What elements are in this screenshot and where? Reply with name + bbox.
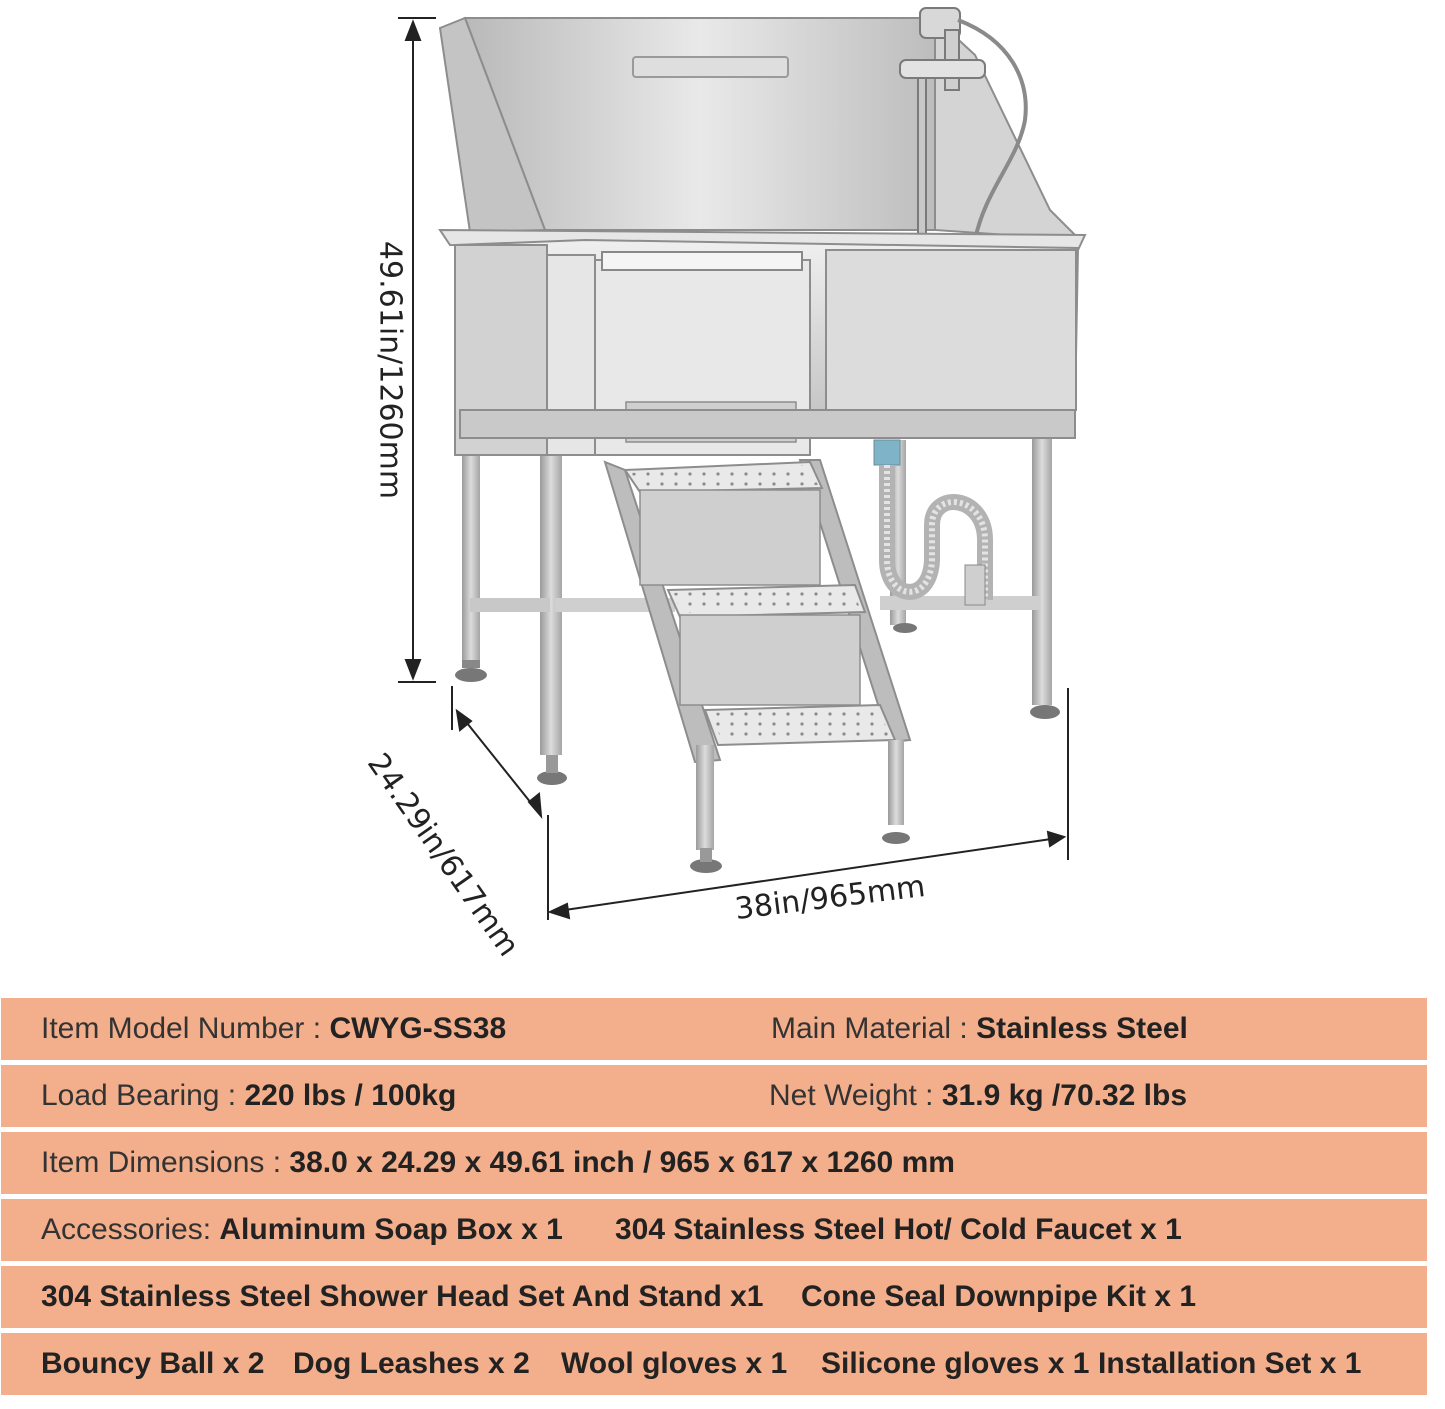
spec-table: Item Model Number : CWYG-SS38 Main Mater… bbox=[1, 998, 1427, 1400]
accessory-silicone-gloves: Silicone gloves x 1 bbox=[821, 1347, 1090, 1380]
spec-row-accessories-3: Bouncy Ball x 2 Dog Leashes x 2 Wool glo… bbox=[1, 1333, 1427, 1395]
accessory-shower-set: 304 Stainless Steel Shower Head Set And … bbox=[41, 1280, 764, 1313]
dimensions-value: 38.0 x 24.29 x 49.61 inch / 965 x 617 x … bbox=[289, 1146, 955, 1179]
width-dimension-line bbox=[547, 688, 1069, 920]
dimensions-cell: Item Dimensions : 38.0 x 24.29 x 49.61 i… bbox=[41, 1148, 955, 1178]
accessory-faucet: 304 Stainless Steel Hot/ Cold Faucet x 1 bbox=[615, 1213, 1182, 1246]
accessory-wool-gloves: Wool gloves x 1 bbox=[561, 1347, 788, 1380]
accessory-bouncy-ball: Bouncy Ball x 2 bbox=[41, 1347, 265, 1380]
weight-cell: Net Weight : 31.9 kg /70.32 lbs bbox=[769, 1081, 1187, 1111]
height-dimension-line bbox=[398, 17, 436, 683]
accessories-cell: Accessories: Aluminum Soap Box x 1 bbox=[41, 1215, 563, 1245]
spec-row-load: Load Bearing : 220 lbs / 100kg Net Weigh… bbox=[1, 1065, 1427, 1127]
weight-label: Net Weight : bbox=[769, 1079, 942, 1112]
accessory-installation-set: Installation Set x 1 bbox=[1098, 1347, 1362, 1380]
faucet-and-shower bbox=[899, 7, 1028, 244]
model-value: CWYG-SS38 bbox=[329, 1012, 507, 1045]
pet-ramp-stairs bbox=[603, 459, 912, 873]
spec-row-accessories-2: 304 Stainless Steel Shower Head Set And … bbox=[1, 1266, 1427, 1328]
accessories-label: Accessories: bbox=[41, 1213, 220, 1246]
model-label: Item Model Number : bbox=[41, 1012, 330, 1045]
spec-row-accessories: Accessories: Aluminum Soap Box x 1 304 S… bbox=[1, 1199, 1427, 1261]
depth-dimension-line bbox=[451, 686, 549, 920]
material-label: Main Material : bbox=[771, 1012, 977, 1045]
accessory-soap-box: Aluminum Soap Box x 1 bbox=[219, 1213, 563, 1246]
dimensions-label: Item Dimensions : bbox=[41, 1146, 290, 1179]
drain-pipe bbox=[873, 439, 993, 606]
load-label: Load Bearing : bbox=[41, 1079, 245, 1112]
material-value: Stainless Steel bbox=[976, 1012, 1188, 1045]
accessory-dog-leashes: Dog Leashes x 2 bbox=[293, 1347, 530, 1380]
spec-row-dimensions: Item Dimensions : 38.0 x 24.29 x 49.61 i… bbox=[1, 1132, 1427, 1194]
spec-row-model: Item Model Number : CWYG-SS38 Main Mater… bbox=[1, 998, 1427, 1060]
accessory-downpipe-kit: Cone Seal Downpipe Kit x 1 bbox=[801, 1280, 1197, 1313]
load-cell: Load Bearing : 220 lbs / 100kg bbox=[41, 1081, 456, 1111]
load-value: 220 lbs / 100kg bbox=[244, 1079, 457, 1112]
product-illustration: 49.61in/1260mm 24.29in/617mm 38in/965mm bbox=[360, 7, 1087, 963]
weight-value: 31.9 kg /70.32 lbs bbox=[941, 1079, 1188, 1112]
height-dimension-label: 49.61in/1260mm bbox=[372, 240, 408, 500]
material-cell: Main Material : Stainless Steel bbox=[771, 1014, 1188, 1044]
model-cell: Item Model Number : CWYG-SS38 bbox=[41, 1014, 506, 1044]
tub-basin bbox=[438, 228, 1087, 456]
soap-box bbox=[632, 56, 789, 78]
grooming-tub-drawing bbox=[398, 7, 1087, 920]
